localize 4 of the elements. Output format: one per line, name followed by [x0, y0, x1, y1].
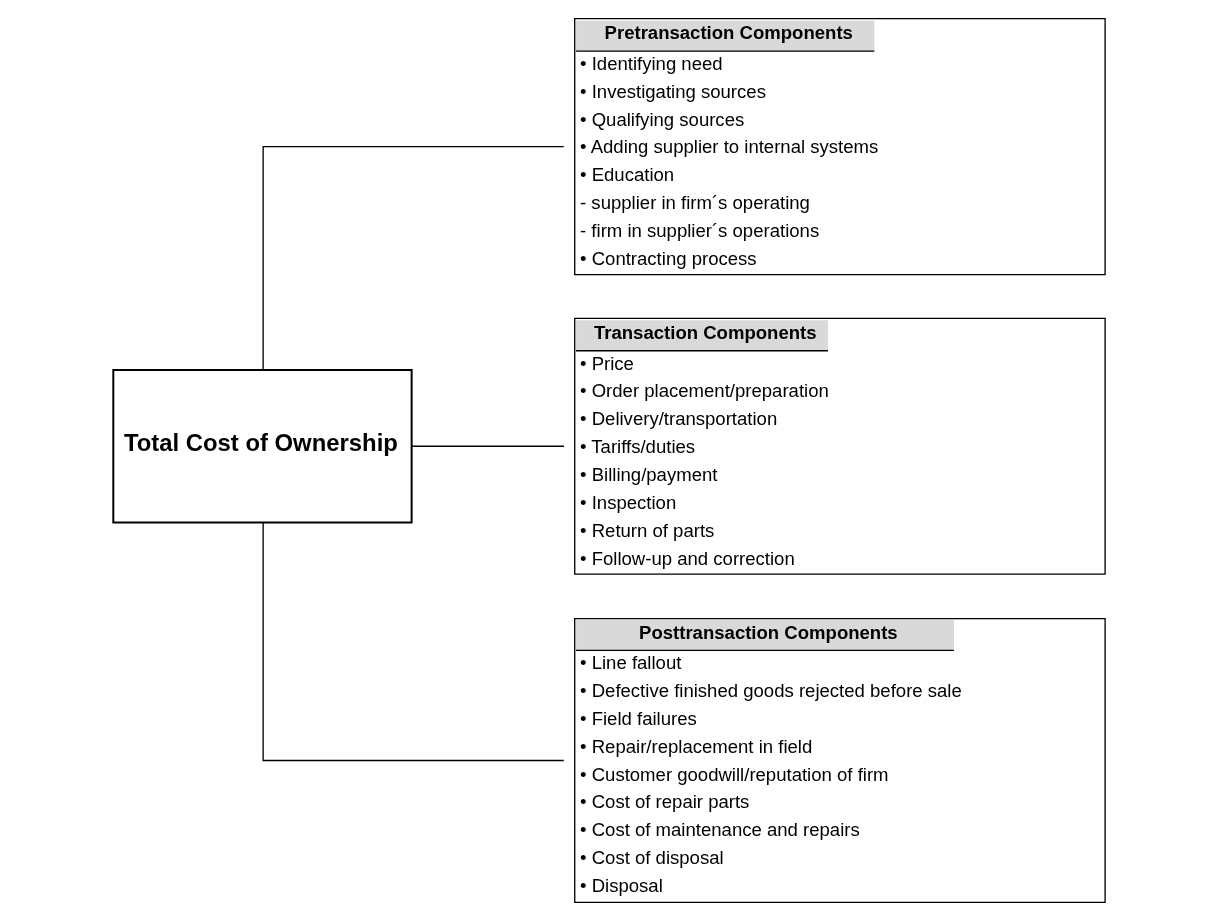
connector	[410, 445, 565, 447]
node-box: Total Cost of Ownership	[111, 369, 413, 524]
connector	[261, 522, 564, 762]
connector	[261, 145, 564, 371]
